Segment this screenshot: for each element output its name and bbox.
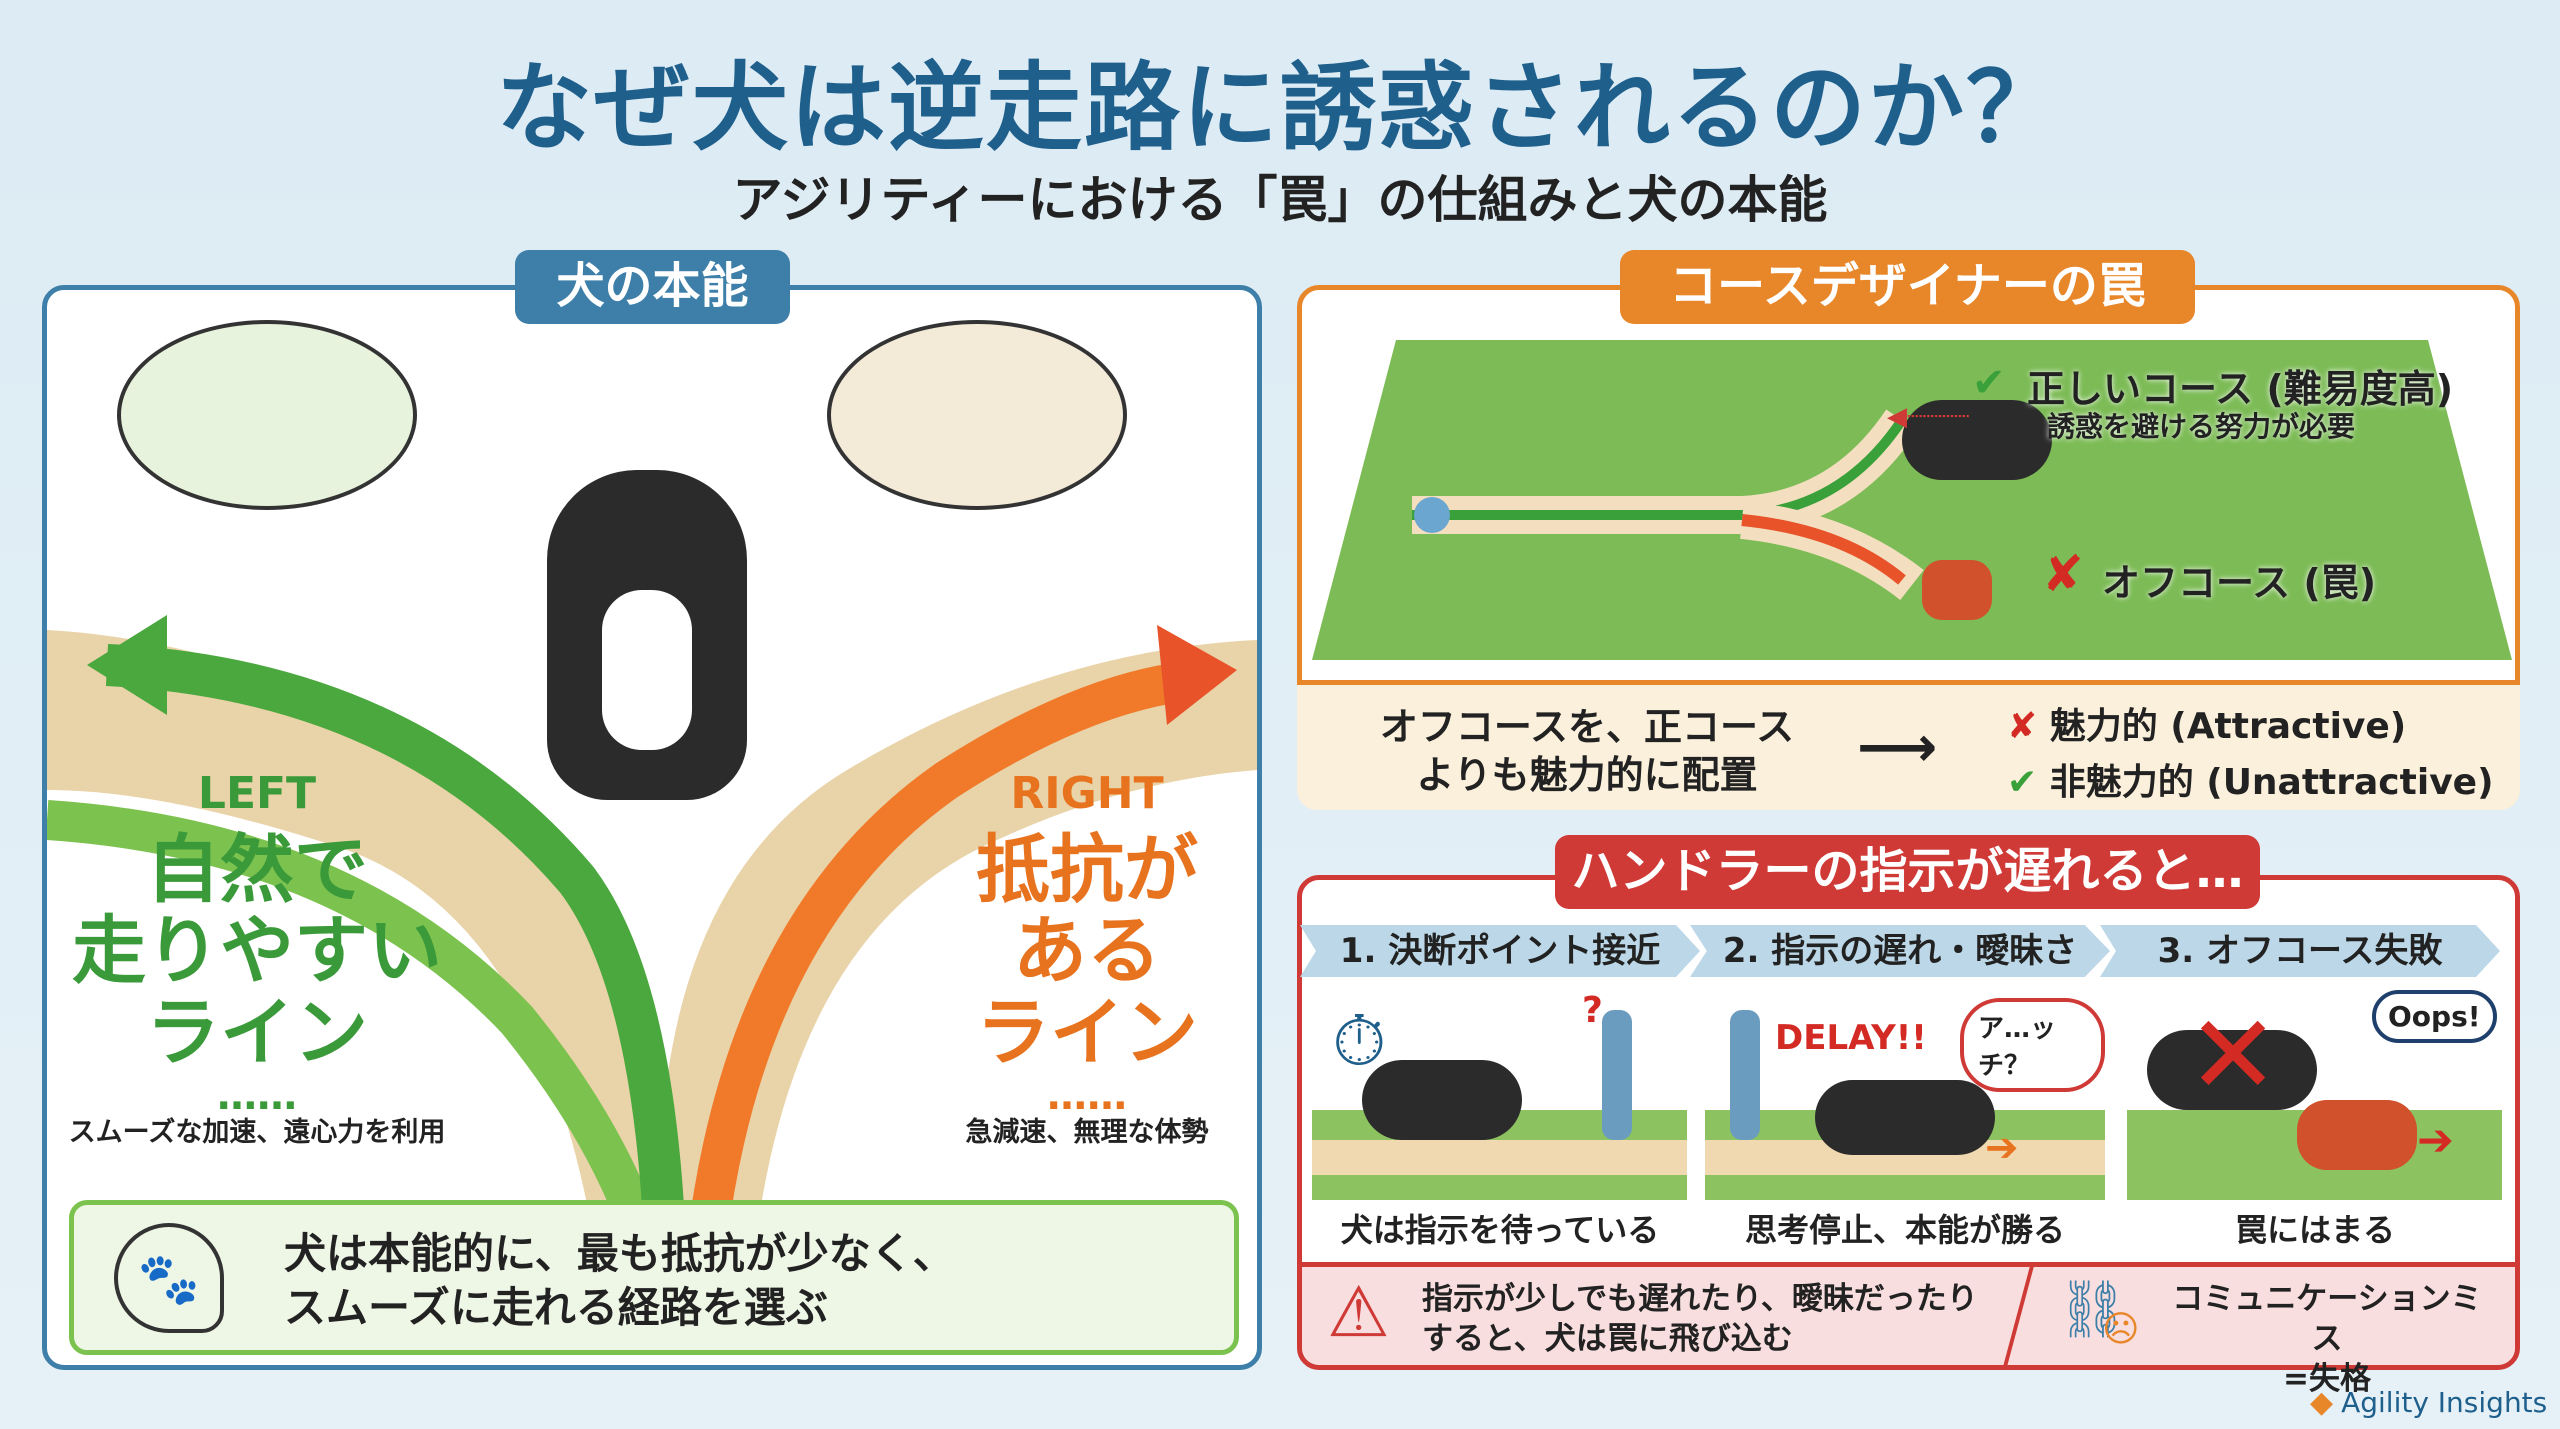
sad-face-icon: ☹ [2102, 1309, 2140, 1350]
divider [2002, 1262, 2036, 1367]
green-arrow-path [105, 644, 688, 1340]
correct-course-label: 正しいコース (難易度高) [2027, 367, 2454, 411]
step-1-caption: 犬は指示を待っている [1340, 1211, 1660, 1249]
warning-band: ⚠ 指示が少しでも遅れたり、曖昧だったり すると、犬は罠に飛び込む ⛓ ☹ コミ… [1302, 1262, 2515, 1397]
left-note: スムーズな加速、遠心力を利用 [68, 1117, 446, 1148]
red-arrow-icon: ➔ [2417, 1115, 2454, 1166]
oops-bubble: Oops! [2372, 990, 2497, 1043]
result-line-2: =失格 [2283, 1361, 2371, 1397]
unattractive-label: 非魅力的 (Unattractive) [2049, 762, 2494, 803]
dotted-arrow-icon: ◀┈┈┈┈ [1887, 402, 1970, 432]
thought-bubble-stressed [827, 320, 1127, 510]
right-dots: …… [1047, 1073, 1127, 1120]
effort-label: 誘惑を避ける努力が必要 [2047, 410, 2356, 443]
right-line-3: ライン [976, 989, 1198, 1076]
brand-icon: ◆ [2310, 1385, 2334, 1420]
check-icon: ✔ [1972, 360, 2006, 406]
handler-figure [1602, 1010, 1632, 1140]
page-title: なぜ犬は逆走路に誘惑されるのか？ [496, 52, 2064, 164]
step-3-caption: 罠にはまる [2234, 1211, 2395, 1249]
rule-text: オフコースを、正コース よりも魅力的に配置 [1377, 703, 1797, 799]
warning-triangle-icon: ⚠ [1327, 1271, 1390, 1353]
cross-icon: ✘ [2042, 545, 2084, 603]
instinct-panel: LEFT 自然で 走りやすい ライン …… スムーズな加速、遠心力を利用 RIG… [42, 285, 1262, 1370]
check-icon: ✔ [2007, 762, 2050, 803]
unattractive-item: ✔ 非魅力的 (Unattractive) [2007, 753, 2494, 805]
right-label: RIGHT [1010, 768, 1164, 819]
handler-figure [1730, 1010, 1760, 1140]
scene-approach: ⏱ ? [1312, 990, 1687, 1200]
left-label: LEFT [197, 768, 317, 819]
rule-band: オフコースを、正コース よりも魅力的に配置 ⟶ ✘ 魅力的 (Attractiv… [1297, 680, 2520, 810]
start-marker-icon [1414, 497, 1450, 533]
left-line-3: ライン [146, 989, 368, 1076]
rule-line-1: オフコースを、正コース [1379, 705, 1795, 749]
offcourse-label: オフコース (罠) [2102, 561, 2377, 605]
dog-waiting [1362, 1060, 1522, 1140]
orange-arrow-path [687, 660, 1200, 1243]
speech-bubble: ア…ッチ？ [1960, 998, 2105, 1092]
scene-delay: DELAY!! ア…ッチ？ ➔ [1705, 990, 2105, 1200]
step-3: 3. オフコース失敗 [2100, 925, 2500, 977]
course-paths [1412, 409, 1992, 620]
tab-designer: コースデザイナーの罠 [1620, 250, 2195, 324]
summary-text: 犬は本能的に、最も抵抗が少なく、 スムーズに走れる経路を選ぶ [284, 1227, 955, 1335]
dirt-path [47, 630, 1257, 1340]
brand-logo: ◆ Agility Insights [2310, 1385, 2547, 1420]
right-line-1: 抵抗が [976, 827, 1198, 913]
dog-hesitating [1815, 1080, 1995, 1155]
designer-panel: ✔ 正しいコース (難易度高) ◀┈┈┈┈ 誘惑を避ける努力が必要 ✘ オフコー… [1297, 285, 2520, 810]
right-line-2: ある [1013, 908, 1161, 995]
right-arrowhead-icon [1157, 625, 1237, 725]
dog-jumping [2147, 1030, 2317, 1110]
tab-instinct: 犬の本能 [515, 250, 790, 324]
left-line-2: 走りやすい [72, 908, 442, 995]
brand-name: Agility Insights [2341, 1386, 2548, 1419]
left-line-1: 自然で [146, 827, 368, 913]
big-cross-icon: ✕ [2187, 991, 2280, 1119]
border-collie-illustration [547, 470, 747, 800]
tab-handler: ハンドラーの指示が遅れると… [1555, 835, 2260, 909]
step-2: 2. 指示の遅れ・曖昧さ [1690, 925, 2110, 977]
summary-line-2: スムーズに走れる経路を選ぶ [284, 1283, 828, 1332]
right-note: 急減速、無理な体勢 [965, 1117, 1209, 1148]
left-dots: …… [217, 1073, 297, 1120]
right-line-text: 抵抗が ある ライン …… [927, 827, 1247, 1120]
broken-link-icon: ⛓ [2057, 1277, 2129, 1342]
summary-line-1: 犬は本能的に、最も抵抗が少なく、 [284, 1229, 955, 1278]
rule-line-2: よりも魅力的に配置 [1416, 753, 1758, 797]
warning-line-2: すると、犬は罠に飛び込む [1422, 1321, 1793, 1357]
attractive-item: ✘ 魅力的 (Attractive) [2007, 697, 2406, 749]
result-line-1: コミュニケーションミス [2172, 1281, 2482, 1357]
warning-text: 指示が少しでも遅れたり、曖昧だったり すると、犬は罠に飛び込む [1422, 1279, 1978, 1359]
left-arrowhead-icon [87, 615, 167, 715]
head-paw-icon: 🐾 [114, 1223, 224, 1333]
step-1: 1. 決断ポイント接近 [1300, 925, 1700, 977]
result-text: コミュニケーションミス =失格 [2162, 1279, 2492, 1399]
warning-line-1: 指示が少しでも遅れたり、曖昧だったり [1422, 1281, 1978, 1317]
scene-fail: ✕ ➔ Oops! [2127, 990, 2502, 1200]
question-mark: ? [1582, 990, 1603, 1031]
arrow-right-icon: ⟶ [1857, 715, 1938, 780]
delay-label: DELAY!! [1775, 1018, 1927, 1058]
page-subtitle: アジリティーにおける「罠」の仕組みと犬の本能 [732, 171, 1828, 229]
attractive-label: 魅力的 (Attractive) [2049, 706, 2407, 747]
left-line-text: 自然で 走りやすい ライン …… [47, 827, 467, 1120]
dog-illustration [1902, 400, 2052, 480]
tunnel-icon [2297, 1100, 2417, 1170]
tunnel-icon [1922, 560, 1992, 620]
summary-box: 🐾 犬は本能的に、最も抵抗が少なく、 スムーズに走れる経路を選ぶ [69, 1200, 1239, 1355]
thought-bubble-running [117, 320, 417, 510]
step-2-caption: 思考停止、本能が勝る [1744, 1211, 2065, 1249]
cross-icon: ✘ [2007, 706, 2050, 747]
orange-arrow-icon: ➔ [1985, 1125, 2019, 1171]
